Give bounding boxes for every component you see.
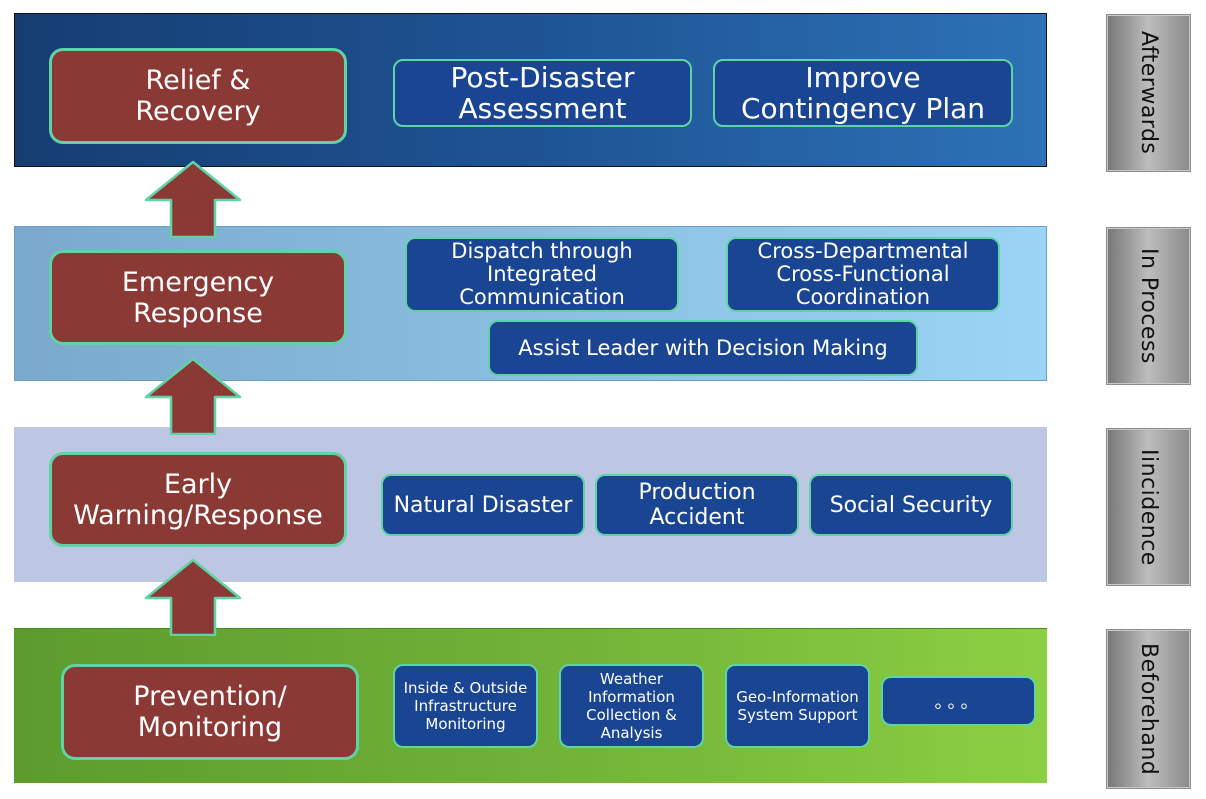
item-assist-leader-decision: Assist Leader with Decision Making <box>488 320 918 376</box>
item-geo-information-system: Geo-Information System Support <box>725 664 870 748</box>
stage-relief-recovery: Relief & Recovery <box>49 48 347 144</box>
item-natural-disaster: Natural Disaster <box>381 474 585 536</box>
item-post-disaster-assessment: Post-Disaster Assessment <box>393 59 692 127</box>
stage-emergency-response: Emergency Response <box>49 250 347 345</box>
item-improve-contingency-plan: Improve Contingency Plan <box>713 59 1013 127</box>
item-production-accident: Production Accident <box>595 474 799 536</box>
stage-label: Emergency Response <box>121 266 275 329</box>
phase-tab-in-process: In Process <box>1106 227 1191 385</box>
item-infrastructure-monitoring: Inside & Outside Infrastructure Monitori… <box>393 664 538 748</box>
item-social-security: Social Security <box>809 474 1013 536</box>
item-weather-information: Weather Information Collection & Analysi… <box>559 664 704 748</box>
phase-tab-beforehand: Beforehand <box>1106 629 1191 789</box>
item-more-ellipsis: 。。。 <box>881 676 1036 726</box>
phase-tab-afterwards: Afterwards <box>1106 14 1191 172</box>
item-cross-departmental-coordination: Cross-Departmental Cross-Functional Coor… <box>726 237 1000 312</box>
item-dispatch-communication: Dispatch through Integrated Communicatio… <box>405 237 679 312</box>
up-arrow-icon <box>144 558 242 636</box>
stage-label: Early Warning/Response <box>73 468 323 531</box>
stage-label: Prevention/ Monitoring <box>133 681 287 743</box>
phase-tab-incidence: Iincidence <box>1106 428 1191 586</box>
stage-early-warning: Early Warning/Response <box>49 452 347 547</box>
up-arrow-icon <box>144 357 242 435</box>
up-arrow-icon <box>144 160 242 238</box>
stage-label: Relief & Recovery <box>135 65 261 127</box>
stage-prevention-monitoring: Prevention/ Monitoring <box>61 664 359 760</box>
